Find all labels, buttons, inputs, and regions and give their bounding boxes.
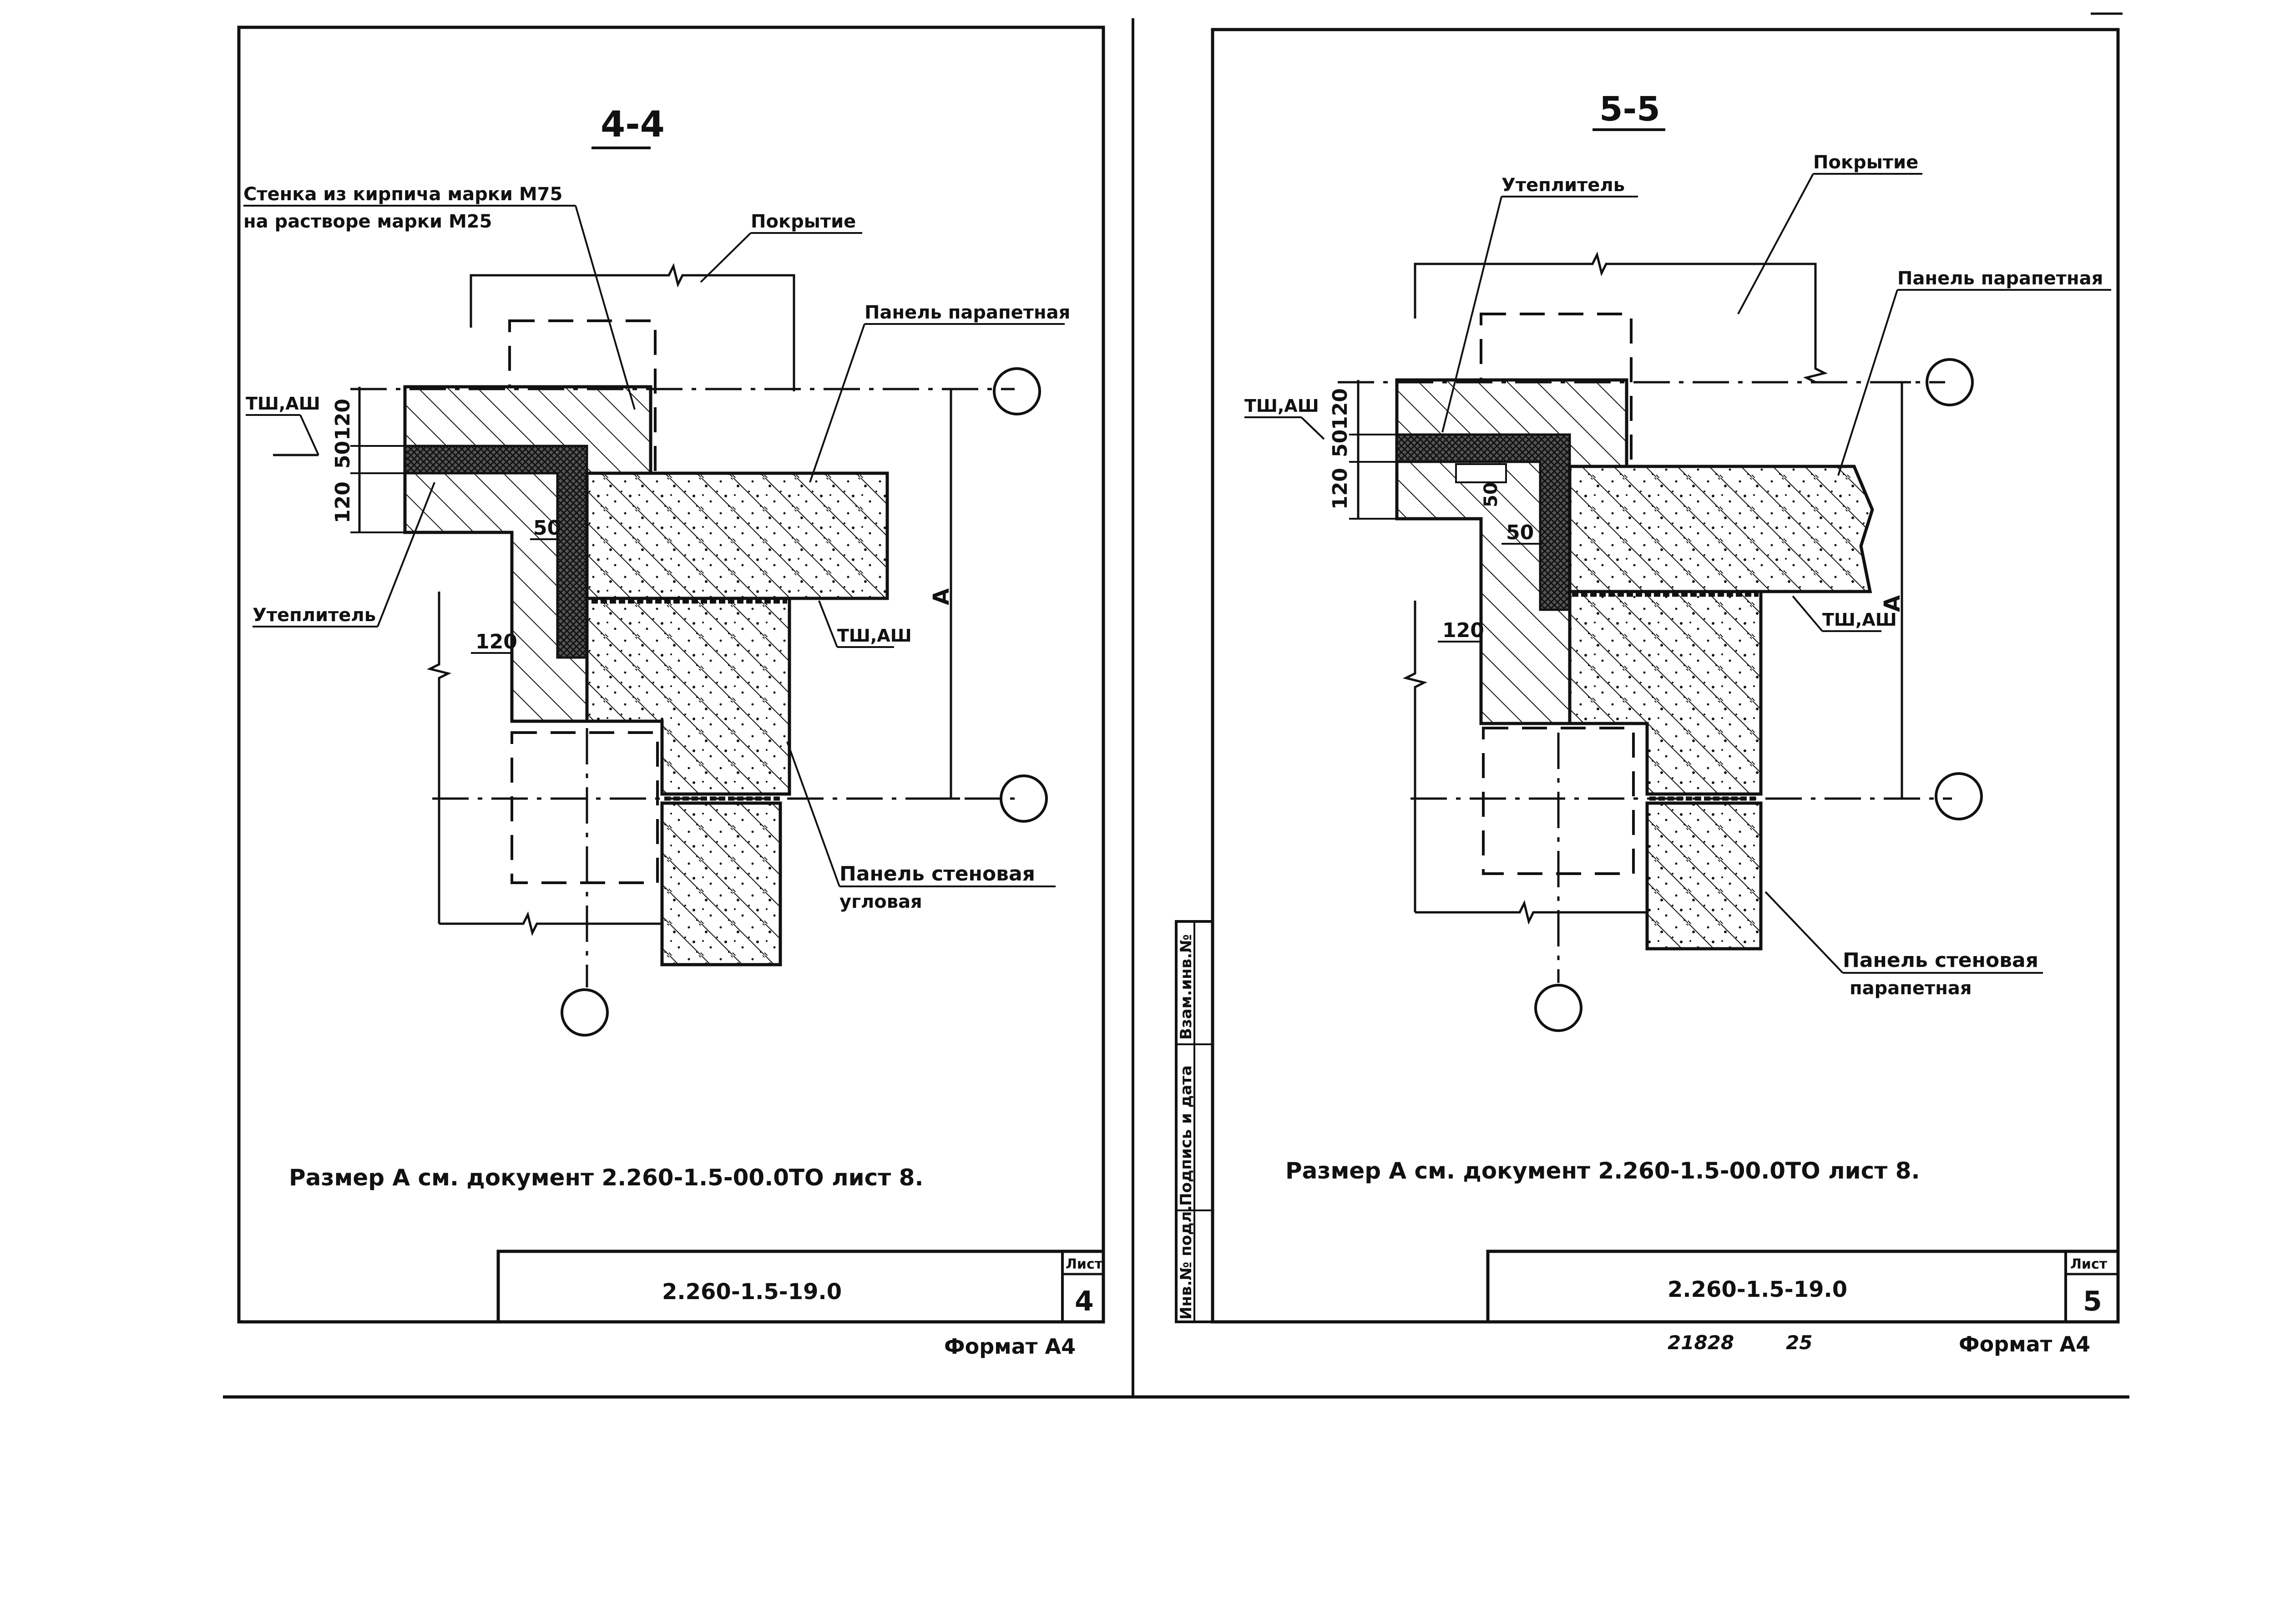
dim-lower-width <box>439 911 662 936</box>
dim-50-left: 50 <box>331 441 354 469</box>
sheet-number-left: 4 <box>1075 1285 1094 1317</box>
wall-panel-leader-right <box>1764 891 1844 974</box>
brick-wall-label-line1: Стенка из кирпича марки М75 <box>243 184 562 205</box>
axis-bubble-right-right <box>1935 772 1983 820</box>
insulation-label-left: Утеплитель <box>253 605 376 626</box>
dim-50-right: 50 <box>1329 430 1352 457</box>
joint-label-bottom-left: ТШ,АШ <box>837 626 912 646</box>
dim-a-left: А <box>929 588 954 605</box>
wall-panel-label-right-line1: Панель стеновая <box>1843 949 2038 972</box>
brick-wall-leader <box>575 205 636 410</box>
note-right: Размер А см. документ 2.260-1.5-00.0ТО л… <box>1285 1158 1920 1184</box>
section-title-5-5: 5-5 <box>1599 90 1660 129</box>
axis-bubble-top <box>993 367 1041 415</box>
title-block-left <box>496 1250 1105 1324</box>
axis-bubble-bottom-right <box>1534 984 1582 1032</box>
joint-label-top-right: ТШ,АШ <box>1244 396 1319 416</box>
wall-panel-leader-left <box>786 741 840 887</box>
sheet-word-left: Лист <box>1066 1256 1103 1272</box>
sheet-4: 4-4 120 50 <box>237 25 1105 1359</box>
insulation-insert-right <box>1455 463 1507 483</box>
dim-50-inner-left: 50 <box>533 516 561 540</box>
insulation-label-right: Утеплитель <box>1502 175 1625 196</box>
joint-bottom-leader <box>818 600 838 648</box>
sheet-word-right: Лист <box>2070 1256 2108 1272</box>
roof-leader <box>700 232 752 283</box>
doc-code-left: 2.260-1.5-19.0 <box>662 1279 842 1305</box>
dim-120-top-left: 120 <box>331 399 354 440</box>
sheet-number-right: 5 <box>2083 1285 2102 1317</box>
dim-left-vertical-right <box>1402 601 1428 912</box>
brick-wall-label-line2: на растворе марки М25 <box>243 211 492 232</box>
joint-top-leader <box>299 415 319 455</box>
archive-sheet: 25 <box>1786 1331 1812 1354</box>
parapet-label-right: Панель парапетная <box>1897 268 2103 289</box>
side-stamp-text-1: Инв.№ подл. <box>1177 1205 1195 1320</box>
parapet-panel-right <box>1568 465 1874 593</box>
joint-label-top-left: ТШ,АШ <box>246 394 320 414</box>
wall-panel-label-left-line1: Панель стеновая <box>839 862 1035 885</box>
dim-roof-width-right <box>1414 251 1828 384</box>
dim-left-vertical <box>426 592 452 924</box>
format-left: Формат А4 <box>944 1334 1076 1359</box>
parapet-wall-panel <box>1568 590 1763 796</box>
dim-roof-width <box>470 263 795 391</box>
joint-top-right-leader <box>1300 416 1325 440</box>
column-outline-bottom <box>511 731 659 884</box>
axis-bubble-bottom <box>561 988 609 1037</box>
side-stamp-text-2: Подпись и дата <box>1177 1065 1195 1206</box>
parapet-panel <box>585 471 889 600</box>
dim-120-bottom-left: 120 <box>331 481 354 523</box>
parapet-leader <box>809 324 865 483</box>
doc-code-right: 2.260-1.5-19.0 <box>1668 1277 1847 1302</box>
dim-120-inner-right: 120 <box>1442 619 1484 642</box>
archive-number: 21828 <box>1668 1331 1734 1354</box>
joint-bottom-right-leader <box>1792 595 1823 632</box>
joint-label-bottom-right: ТШ,АШ <box>1822 610 1897 630</box>
axis-bubble-top-right <box>1926 358 1974 406</box>
roof-leader-right <box>1737 173 1814 314</box>
note-left: Размер А см. документ 2.260-1.5-00.0ТО л… <box>289 1164 923 1191</box>
dim-120-bottom-right: 120 <box>1329 468 1352 510</box>
section-title-4-4: 4-4 <box>601 104 665 145</box>
dim-50-inner-right-b: 50 <box>1506 521 1534 544</box>
axis-bubble-right <box>1000 774 1048 823</box>
lower-wall-panel-right <box>1645 801 1763 951</box>
roof-label-right: Покрытие <box>1813 152 1918 173</box>
lower-wall-panel <box>660 801 782 966</box>
roof-label-left: Покрытие <box>751 211 856 232</box>
dim-120-inner-left: 120 <box>475 630 517 653</box>
wall-panel-label-left-line2: угловая <box>839 891 922 912</box>
side-stamp-text-3: Взам.инв.№ <box>1177 934 1195 1040</box>
dim-120-top-right: 120 <box>1329 388 1352 430</box>
sheet-5: 5-5 120 50 120 <box>1175 28 2120 1356</box>
dim-lower-width-right <box>1415 900 1647 925</box>
insulation-leader <box>377 482 435 627</box>
title-block-right <box>1486 1250 2120 1324</box>
parapet-leader-right <box>1837 289 1898 476</box>
dim-a-right: А <box>1880 595 1905 612</box>
corner-wall-panel <box>585 597 791 796</box>
format-right: Формат А4 <box>1959 1332 2090 1356</box>
insulation-leader-right <box>1441 196 1502 433</box>
parapet-label-left: Панель парапетная <box>864 302 1070 323</box>
wall-panel-label-right-line2: парапетная <box>1850 978 1972 999</box>
dim-50-inner-right-a: 50 <box>1481 482 1502 507</box>
